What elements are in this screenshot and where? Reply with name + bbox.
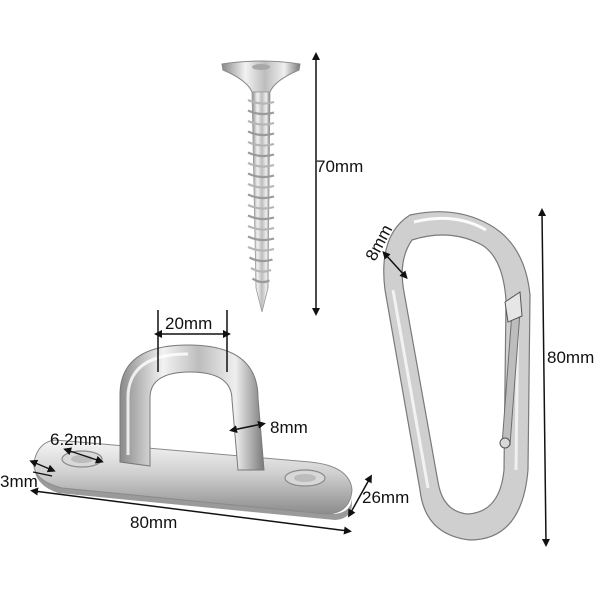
plate-length-label: 80mm xyxy=(130,513,177,532)
hook-width-dimension: 20mm xyxy=(154,310,231,372)
carabiner-length-dimension: 80mm xyxy=(538,208,594,547)
screw xyxy=(221,60,301,313)
screw-thread xyxy=(247,182,275,189)
screw-thread xyxy=(247,98,275,105)
screw-length-dimension: 70mm xyxy=(312,52,363,316)
screw-thread xyxy=(247,151,275,158)
hole-diameter-dimension: 6.2mm xyxy=(50,430,104,464)
screw-drive-recess xyxy=(252,64,270,70)
carabiner-length-label: 80mm xyxy=(547,348,594,367)
screw-thread xyxy=(247,235,275,242)
screw-thread xyxy=(247,193,275,200)
plate-thickness-label: 3mm xyxy=(0,472,38,491)
hook-width-label: 20mm xyxy=(165,314,212,333)
screw-thread xyxy=(247,130,275,137)
screw-thread xyxy=(247,119,275,126)
screw-thread xyxy=(247,224,275,231)
plate-width-dimension: 26mm xyxy=(348,474,409,518)
screw-threads xyxy=(247,98,275,284)
plate-width-label: 26mm xyxy=(362,488,409,507)
plate-thickness-dimension: 3mm xyxy=(0,459,56,491)
screw-thread xyxy=(250,267,272,273)
screw-thread xyxy=(247,109,275,116)
carabiner-body xyxy=(383,211,531,541)
hook-thickness-dimension: 8mm xyxy=(229,418,308,437)
hook-thickness-label: 8mm xyxy=(270,418,308,437)
plate-u-hook xyxy=(119,344,265,471)
screw-thread xyxy=(248,256,273,263)
hole-diameter-label: 6.2mm xyxy=(50,430,102,449)
screw-head xyxy=(221,60,301,93)
carabiner xyxy=(383,211,531,541)
screw-length-label: 70mm xyxy=(316,157,363,176)
screw-thread xyxy=(247,245,275,252)
plate-length-dimension: 80mm xyxy=(30,487,352,535)
screw-thread xyxy=(247,140,275,147)
screw-thread xyxy=(247,203,275,210)
screw-thread xyxy=(247,214,275,221)
screw-shank xyxy=(251,91,271,313)
screw-thread xyxy=(251,277,270,284)
screw-thread xyxy=(247,172,275,179)
screw-thread xyxy=(247,161,275,168)
